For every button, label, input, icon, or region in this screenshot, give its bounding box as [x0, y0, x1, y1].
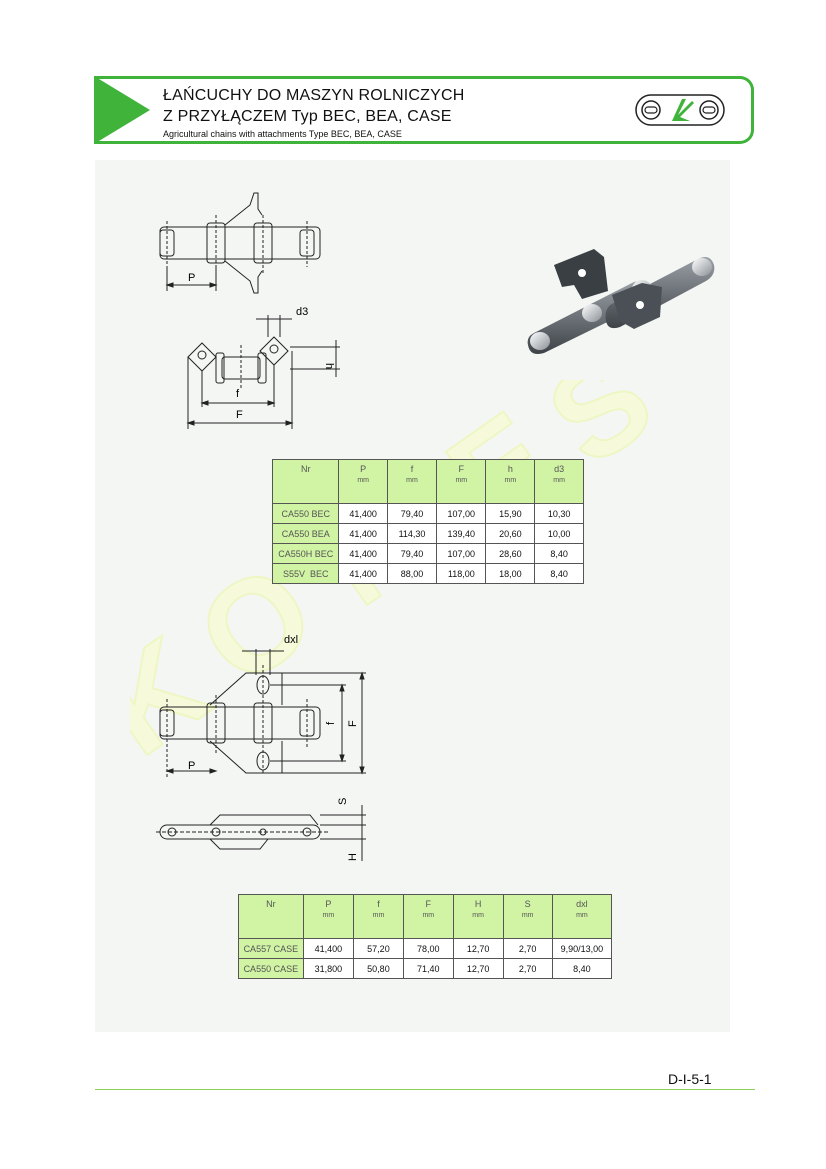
table-row: CA550 CASE 31,800 50,80 71,40 12,70 2,70… — [238, 958, 613, 979]
label-F-bottom: F — [347, 720, 359, 727]
table-row: CA550 BEC 41,400 79,40 107,00 15,90 10,3… — [271, 503, 584, 524]
page-subtitle: Agricultural chains with attachments Typ… — [163, 129, 402, 139]
table2-header-nr: Nr — [238, 894, 304, 939]
table-row: CA550H BEC 41,400 79,40 107,00 28,60 8,4… — [271, 543, 584, 564]
page-title-line2: Z PRZYŁĄCZEM Typ BEC, BEA, CASE — [163, 108, 452, 125]
table-row: S55V BEC 41,400 88,00 118,00 18,00 8,40 — [271, 563, 584, 584]
label-h: h — [323, 363, 335, 369]
chain-3d-image — [527, 249, 715, 354]
label-f-bottom: f — [325, 721, 337, 725]
company-logo-icon — [635, 94, 725, 126]
table1-header-nr: Nr — [271, 459, 340, 504]
chain-drawing-top: P d3 h f F — [159, 192, 340, 429]
page-number: D-I-5-1 — [668, 1071, 712, 1087]
header-triangle-icon — [94, 76, 150, 144]
footer-divider — [95, 1089, 755, 1090]
label-f: f — [236, 388, 240, 400]
label-d3: d3 — [296, 306, 308, 318]
label-S: S — [337, 798, 349, 805]
chain-drawing-bottom: dxl f F P S H — [156, 634, 366, 861]
label-P-bottom: P — [188, 760, 195, 772]
header-frame — [94, 76, 754, 144]
label-dxl: dxl — [284, 634, 298, 646]
label-P: P — [188, 272, 195, 284]
label-H: H — [347, 853, 359, 861]
table-row: CA557 CASE 41,400 57,20 78,00 12,70 2,70… — [238, 938, 613, 959]
page-title-line1: ŁAŃCUCHY DO MASZYN ROLNICZYCH — [163, 87, 465, 104]
table-row: CA550 BEA 41,400 114,30 139,40 20,60 10,… — [271, 523, 584, 544]
label-F: F — [236, 409, 243, 421]
